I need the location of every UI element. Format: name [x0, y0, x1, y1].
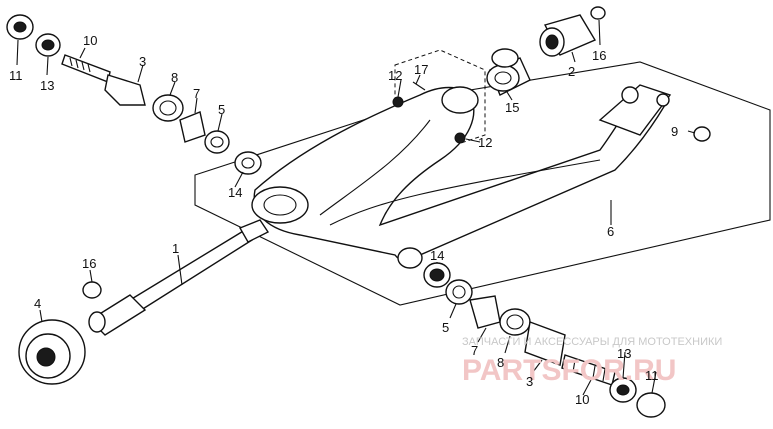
- drive-shaft: [82, 219, 270, 336]
- callout-3: 3: [139, 54, 146, 69]
- callout-4: 4: [34, 296, 41, 311]
- callout-16: 16: [592, 48, 606, 63]
- callout-7: 7: [193, 86, 200, 101]
- callout-1: 1: [172, 241, 179, 256]
- callout-3: 3: [526, 374, 533, 389]
- callout-5: 5: [218, 102, 225, 117]
- callout-10: 10: [83, 33, 97, 48]
- leader-lines: [16, 19, 696, 396]
- callout-13: 13: [617, 346, 631, 361]
- callout-8: 8: [171, 70, 178, 85]
- callout-17: 17: [414, 62, 428, 77]
- upper-right-hardware: [392, 6, 711, 144]
- callout-labels: 11 13 10 3 8 7 5 14 12 17 12 15 16 2 9 6…: [9, 33, 678, 407]
- callout-6: 6: [607, 224, 614, 239]
- callout-8: 8: [497, 355, 504, 370]
- callout-13: 13: [40, 78, 54, 93]
- callout-12: 12: [478, 135, 492, 150]
- callout-14: 14: [228, 185, 242, 200]
- callout-11: 11: [645, 368, 659, 383]
- lower-right-hardware: [423, 262, 666, 418]
- callout-12: 12: [388, 68, 402, 83]
- rubber-boot: [18, 319, 86, 385]
- callout-7: 7: [471, 343, 478, 358]
- callout-2: 2: [568, 64, 575, 79]
- assembly-outline: [194, 61, 771, 306]
- callout-14: 14: [430, 248, 444, 263]
- callout-11: 11: [9, 68, 23, 83]
- upper-left-hardware: [6, 14, 262, 175]
- callout-9: 9: [671, 124, 678, 139]
- callout-10: 10: [575, 392, 589, 407]
- watermark-subtitle: ЗАПЧАСТИ И АКСЕССУАРЫ ДЛЯ МОТОТЕХНИКИ: [462, 336, 722, 348]
- callout-15: 15: [505, 100, 519, 115]
- callout-16: 16: [82, 256, 96, 271]
- callout-5: 5: [442, 320, 449, 335]
- watermark-site: PARTSFOR.RU: [462, 354, 676, 387]
- swingarm-frame: [251, 84, 672, 269]
- sub-assembly-outline: [394, 49, 486, 151]
